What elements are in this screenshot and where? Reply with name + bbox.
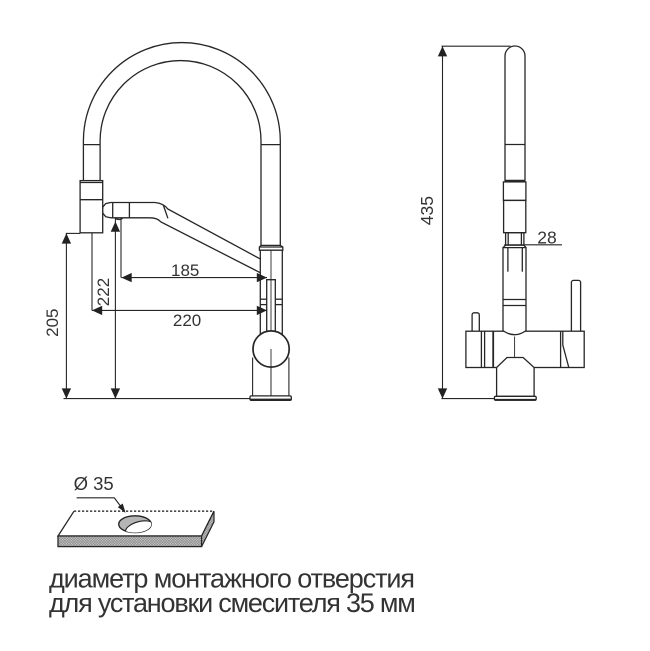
svg-text:222: 222: [94, 278, 113, 306]
svg-text:для установки смесителя 35 мм: для установки смесителя 35 мм: [49, 588, 415, 618]
svg-text:185: 185: [171, 261, 199, 280]
svg-text:220: 220: [173, 311, 201, 330]
svg-text:28: 28: [537, 228, 556, 248]
svg-text:205: 205: [43, 309, 62, 337]
svg-text:Ø 35: Ø 35: [74, 473, 114, 494]
svg-text:435: 435: [417, 196, 437, 225]
svg-text:диаметр монтажного отверстия: диаметр монтажного отверстия: [49, 563, 414, 593]
